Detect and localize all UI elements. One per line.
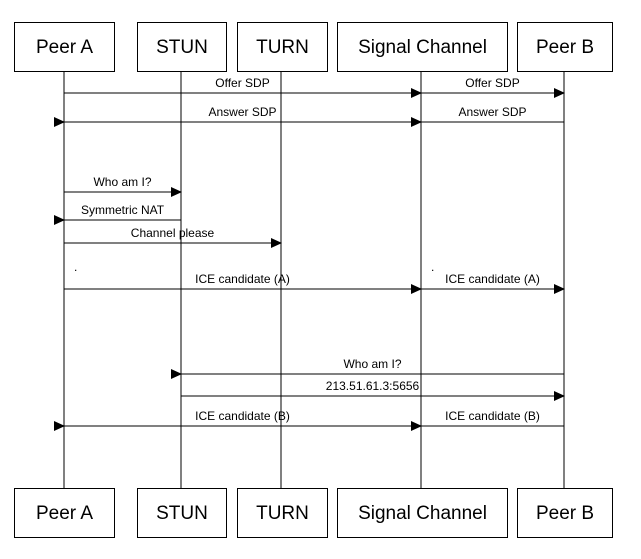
participant-box-signal-channel-bottom: Signal Channel	[337, 488, 508, 538]
participant-label-turn-top: TURN	[256, 36, 309, 58]
participant-label-peer-b-top: Peer B	[535, 36, 595, 58]
participant-label-signal-channel-top: Signal Channel	[358, 36, 487, 58]
participant-label-peer-a-top: Peer A	[35, 36, 94, 58]
participant-box-stun-top: STUN	[137, 22, 227, 72]
message-label-m4: Answer SDP	[458, 105, 527, 119]
participant-label-stun-top: STUN	[156, 36, 208, 58]
message-label-m10: Who am I?	[343, 357, 402, 371]
message-label-m9: ICE candidate (A)	[445, 272, 540, 286]
message-label-m3: Answer SDP	[208, 105, 277, 119]
message-label-m6: Symmetric NAT	[80, 203, 165, 217]
lifelines-group	[63, 72, 565, 488]
participant-box-peer-b-top: Peer B	[517, 22, 613, 72]
participant-box-peer-a-bottom: Peer A	[14, 488, 115, 538]
participant-label-peer-b-bottom: Peer B	[535, 502, 595, 524]
annotation-dot-a2: .	[431, 260, 435, 274]
participant-label-signal-channel-bottom: Signal Channel	[358, 502, 487, 524]
participant-box-turn-bottom: TURN	[237, 488, 328, 538]
participant-box-peer-a-top: Peer A	[14, 22, 115, 72]
annotation-dot-a1: .	[74, 260, 78, 274]
message-label-m5: Who am I?	[93, 175, 152, 189]
message-label-m8: ICE candidate (A)	[195, 272, 290, 286]
participant-label-stun-bottom: STUN	[156, 502, 208, 524]
participant-box-signal-channel-top: Signal Channel	[337, 22, 508, 72]
message-label-m7: Channel please	[130, 226, 215, 240]
message-label-m2: Offer SDP	[465, 76, 520, 90]
message-label-m1: Offer SDP	[215, 76, 270, 90]
participant-box-turn-top: TURN	[237, 22, 328, 72]
message-label-m11: 213.51.61.3:5656	[325, 379, 420, 393]
message-arrows-group	[54, 88, 565, 431]
participant-label-turn-bottom: TURN	[256, 502, 309, 524]
message-label-m12: ICE candidate (B)	[195, 409, 290, 423]
participant-label-peer-a-bottom: Peer A	[35, 502, 94, 524]
participant-box-stun-bottom: STUN	[137, 488, 227, 538]
participant-box-peer-b-bottom: Peer B	[517, 488, 613, 538]
message-label-m13: ICE candidate (B)	[445, 409, 540, 423]
